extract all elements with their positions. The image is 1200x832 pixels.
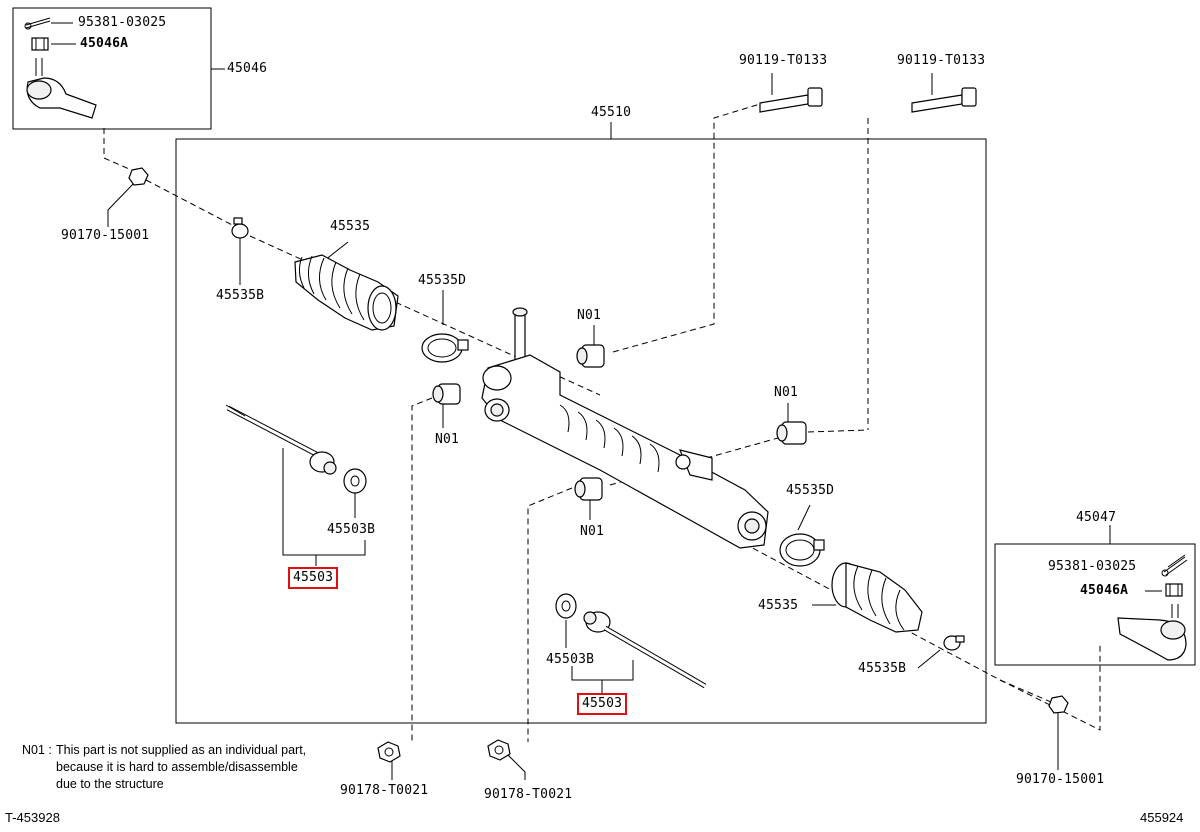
note-line-3: due to the structure bbox=[56, 777, 164, 791]
inset-box-right bbox=[994, 543, 1196, 666]
label-washer-left: 45503B bbox=[327, 522, 376, 537]
label-rack-assembly: 45510 bbox=[591, 105, 632, 120]
label-nut-left: 90170-15001 bbox=[61, 228, 150, 243]
label-clip-left: 45535D bbox=[418, 273, 467, 288]
label-bolt-left: 90119-T0133 bbox=[739, 53, 828, 68]
label-washer-right: 45503B bbox=[546, 652, 595, 667]
bolt-right-icon bbox=[911, 87, 977, 113]
label-clip-right: 45535D bbox=[786, 483, 835, 498]
label-bushing-c: N01 bbox=[774, 385, 799, 400]
hex-nut-left-icon bbox=[128, 167, 149, 186]
footer-left-code: T-453928 bbox=[5, 810, 60, 825]
bushing-d-icon bbox=[574, 477, 603, 501]
note-line-1: This part is not supplied as an individu… bbox=[56, 743, 307, 757]
bolt-left-icon bbox=[759, 87, 823, 113]
rack-assembly-box bbox=[175, 138, 987, 724]
cotter-pin-icon bbox=[24, 17, 51, 30]
label-rod-right-highlighted[interactable]: 45503 bbox=[576, 693, 628, 715]
tie-rod-right-icon bbox=[583, 611, 707, 689]
label-tie-rod-end-left: 45046 bbox=[227, 61, 268, 76]
label-boot-left: 45535 bbox=[330, 219, 371, 234]
tie-rod-left-icon bbox=[225, 404, 337, 475]
label-rod-left-highlighted[interactable]: 45503 bbox=[287, 567, 339, 589]
clamp-left-icon bbox=[231, 217, 249, 239]
label-cotter-pin-top: 95381-03025 bbox=[78, 15, 167, 30]
note-line-2: because it is hard to assemble/disassemb… bbox=[56, 760, 298, 774]
washer-left-icon bbox=[343, 468, 367, 494]
footer-right-code: 455924 bbox=[1140, 810, 1184, 825]
leader-lines bbox=[51, 22, 1186, 780]
rack-housing-icon bbox=[481, 307, 769, 549]
label-nut-top: 45046A bbox=[80, 36, 129, 51]
castle-nut-icon bbox=[31, 37, 49, 51]
note-code: N01 : bbox=[22, 743, 52, 757]
bushing-c-icon bbox=[776, 421, 807, 445]
label-bushing-b: N01 bbox=[435, 432, 460, 447]
tie-rod-end-right-icon bbox=[1117, 604, 1187, 661]
label-cotter-pin-right: 95381-03025 bbox=[1048, 559, 1137, 574]
clip-right-icon bbox=[779, 533, 825, 567]
clip-left-icon bbox=[421, 333, 469, 363]
washer-right-icon bbox=[555, 593, 577, 619]
label-nut-right: 90170-15001 bbox=[1016, 772, 1105, 787]
boot-left-icon bbox=[294, 254, 399, 331]
hex-nut-right-icon bbox=[1048, 695, 1069, 714]
tie-rod-end-left-icon bbox=[26, 58, 97, 119]
cotter-pin-right-icon bbox=[1161, 556, 1188, 577]
castle-nut-right-icon bbox=[1165, 583, 1183, 597]
label-nut-right-box: 45046A bbox=[1080, 583, 1129, 598]
boot-right-icon bbox=[831, 562, 923, 633]
label-clamp-right: 45535B bbox=[858, 661, 907, 676]
clamp-right-icon bbox=[943, 635, 965, 651]
label-bolt-right: 90119-T0133 bbox=[897, 53, 986, 68]
label-boot-right: 45535 bbox=[758, 598, 799, 613]
label-clamp-left: 45535B bbox=[216, 288, 265, 303]
label-bolt-bottom-left: 90178-T0021 bbox=[340, 783, 429, 798]
bolt-bottom-right-icon bbox=[487, 739, 511, 761]
label-bushing-a: N01 bbox=[577, 308, 602, 323]
bolt-bottom-left-icon bbox=[377, 741, 401, 763]
label-bolt-bottom-right: 90178-T0021 bbox=[484, 787, 573, 802]
label-bushing-d: N01 bbox=[580, 524, 605, 539]
label-tie-rod-end-right: 45047 bbox=[1076, 510, 1117, 525]
bushing-b-icon bbox=[432, 383, 461, 405]
bushing-a-icon bbox=[576, 344, 605, 368]
